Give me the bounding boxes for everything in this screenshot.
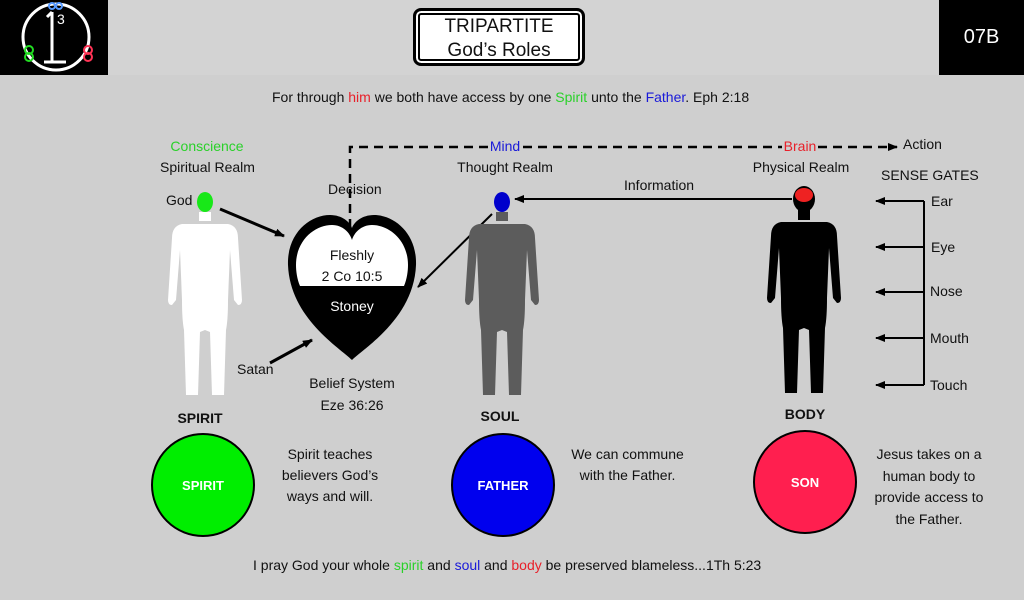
physical-realm-label: Physical Realm	[752, 159, 850, 175]
satan-arrow	[269, 338, 313, 365]
soul-figure-icon	[465, 192, 539, 395]
son-role-line-2: human body to	[882, 467, 976, 484]
belief-system-reference: Eze 36:26	[320, 397, 384, 413]
verse-top-text-c: unto the	[587, 89, 646, 105]
son-role-description: Jesus takes on a human body to provide a…	[868, 444, 990, 530]
spiritual-realm-label: Spiritual Realm	[160, 159, 255, 175]
title-line-2: God’s Roles	[447, 40, 551, 61]
tripartite-logo-icon: 3	[21, 2, 93, 72]
title-box: TRIPARTITE God’s Roles	[413, 8, 585, 66]
verse-bottom: I pray God your whole spirit and soul an…	[253, 557, 761, 573]
sense-gates-bracket	[875, 197, 925, 389]
verse-bottom-text-a: I pray God your whole	[253, 557, 394, 573]
spirit-role-line-2: believers God’s	[281, 467, 379, 483]
action-label: Action	[903, 136, 942, 152]
verse-bottom-body: body	[511, 557, 542, 573]
sense-gates-title: SENSE GATES	[881, 167, 979, 183]
satan-label: Satan	[237, 361, 274, 377]
son-role-line-4: the Father.	[895, 510, 963, 527]
stoney-label: Stoney	[330, 298, 374, 314]
spirit-figure-icon	[168, 192, 242, 395]
spirit-role-line-3: ways and will.	[286, 488, 374, 504]
fleshly-reference: 2 Co 10:5	[321, 268, 383, 284]
verse-bottom-spirit: spirit	[393, 557, 424, 573]
father-role-description: We can commune with the Father.	[565, 444, 690, 486]
verse-top-father: Father	[645, 89, 686, 105]
sense-gate-eye: Eye	[931, 239, 956, 255]
god-label: God	[166, 192, 193, 208]
son-role-circle: SON	[753, 430, 857, 534]
sense-gate-mouth: Mouth	[930, 330, 969, 346]
heart-icon	[287, 215, 417, 360]
sense-gate-nose: Nose	[930, 283, 963, 299]
thought-realm-label: Thought Realm	[457, 159, 553, 175]
verse-top-text-a: For through	[272, 89, 349, 105]
father-role-line-2: with the Father.	[579, 467, 676, 483]
title-line-1: TRIPARTITE	[444, 16, 554, 37]
body-figure-icon	[767, 186, 841, 393]
sense-gate-ear: Ear	[931, 193, 953, 209]
spirit-figure-caption: SPIRIT	[177, 410, 223, 426]
verse-bottom-text-b: and	[423, 557, 455, 573]
body-figure-caption: BODY	[784, 406, 826, 422]
spirit-role-description: Spirit teaches believers God’s ways and …	[270, 444, 390, 507]
information-label: Information	[624, 177, 695, 193]
father-role-line-1: We can commune	[571, 446, 684, 462]
verse-top-text-b: we both have access by one	[370, 89, 556, 105]
son-role-line-1: Jesus takes on a	[876, 446, 982, 462]
spirit-role-label: SPIRIT	[182, 477, 224, 493]
mind-label: Mind	[489, 138, 521, 154]
spirit-role-line-1: Spirit teaches	[287, 446, 373, 462]
svg-text:3: 3	[57, 11, 65, 27]
brain-label: Brain	[783, 138, 817, 154]
soul-figure-caption: SOUL	[480, 408, 520, 424]
decision-label: Decision	[328, 181, 382, 197]
slide-code: 07B	[939, 0, 1024, 75]
father-role-label: FATHER	[477, 477, 529, 493]
fleshly-label: Fleshly	[329, 247, 375, 263]
belief-system-label: Belief System	[309, 375, 395, 391]
verse-bottom-text-d: be preserved blameless...1Th 5:23	[541, 557, 762, 573]
father-role-circle: FATHER	[451, 433, 555, 537]
son-role-label: SON	[790, 474, 820, 490]
verse-top: For through him we both have access by o…	[272, 89, 749, 105]
spirit-role-circle: SPIRIT	[151, 433, 255, 537]
verse-top-spirit: Spirit	[555, 89, 588, 105]
son-role-line-3: provide access to	[874, 489, 984, 505]
verse-top-text-d: . Eph 2:18	[685, 89, 750, 105]
verse-bottom-text-c: and	[480, 557, 512, 573]
sense-gate-touch: Touch	[930, 377, 968, 393]
god-arrow	[219, 207, 285, 238]
verse-bottom-soul: soul	[454, 557, 481, 573]
conscience-label: Conscience	[170, 138, 244, 154]
verse-top-him: him	[348, 89, 371, 105]
logo-box: 3	[0, 0, 108, 75]
decision-dashed-line	[348, 145, 488, 228]
